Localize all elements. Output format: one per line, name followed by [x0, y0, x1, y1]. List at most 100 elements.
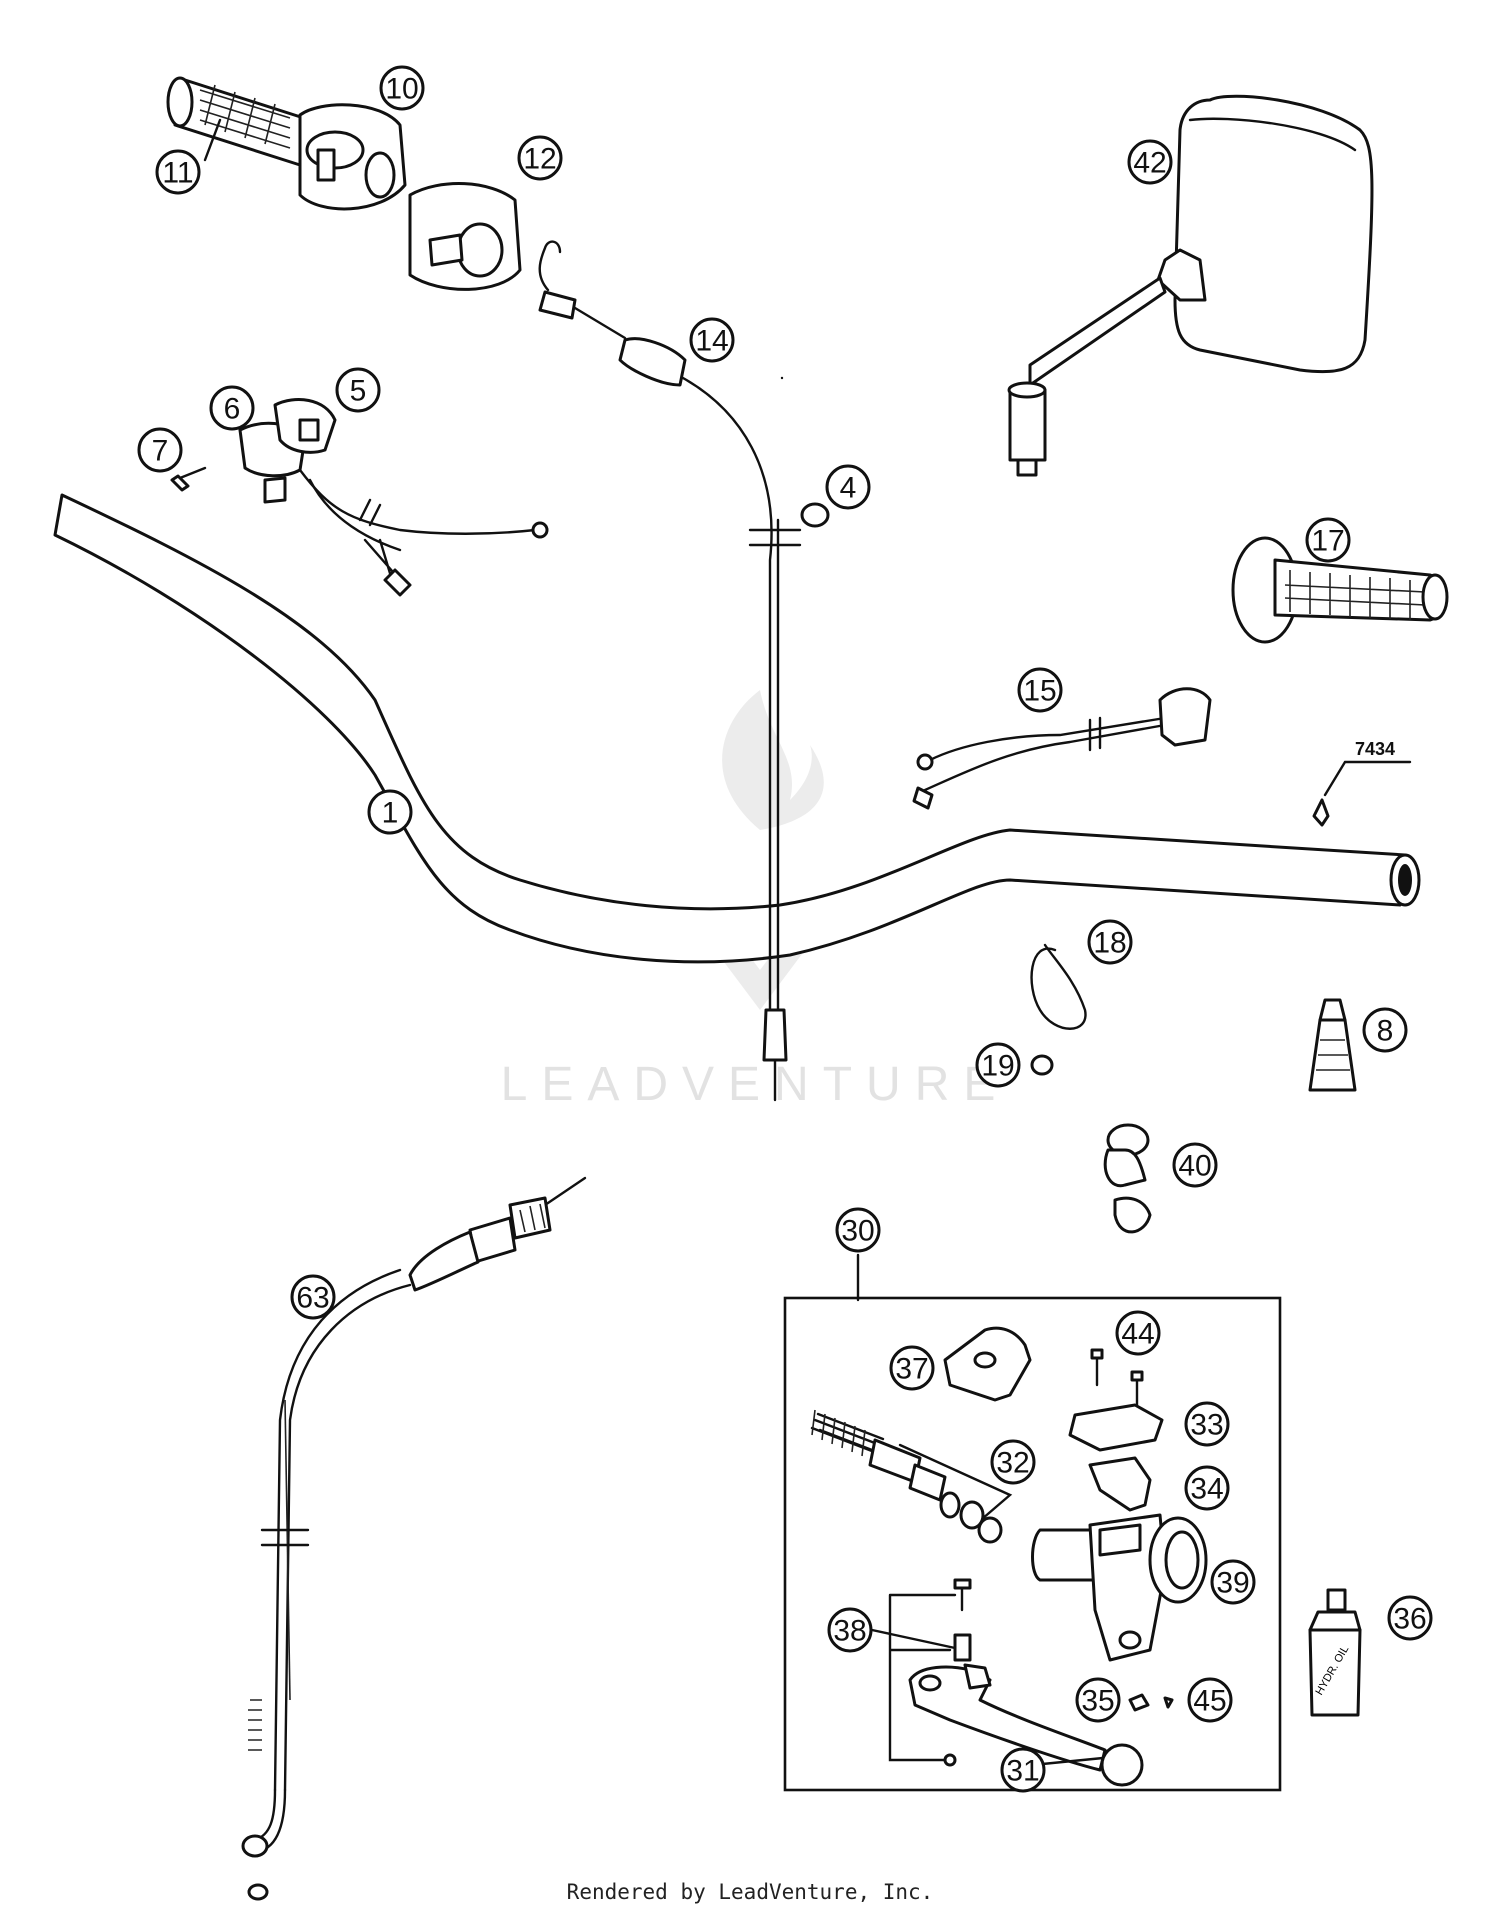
callout-circle	[689, 317, 735, 363]
part-10-11-throttle-assembly	[166, 76, 407, 211]
callout-4: 4	[825, 464, 871, 510]
part-40-clamp	[1103, 1123, 1152, 1234]
callout-circle	[1210, 1559, 1256, 1605]
callout-number: 11	[162, 157, 193, 190]
callout-1: 1	[367, 789, 413, 835]
callout-15: 15	[1017, 667, 1063, 713]
callout-circle	[975, 1042, 1021, 1088]
part-36-oil-bottle: HYDR. OIL	[1308, 1588, 1362, 1717]
callout-34: 34	[1184, 1465, 1230, 1511]
callout-31: 31	[1000, 1747, 1046, 1793]
callout-37: 37	[889, 1345, 935, 1391]
callout-number: 18	[1093, 927, 1126, 960]
part-38-pin	[888, 1578, 972, 1762]
callout-circle	[137, 427, 183, 473]
part-39-master-cylinder	[1031, 1513, 1208, 1662]
part-32-piston-kit	[810, 1409, 1013, 1544]
callout-circle	[1087, 919, 1133, 965]
callout-number: 33	[1190, 1409, 1223, 1442]
part-8-bottle	[1308, 998, 1357, 1092]
callout-8: 8	[1362, 1007, 1408, 1053]
callout-circle	[825, 464, 871, 510]
callout-32: 32	[990, 1439, 1036, 1485]
part-17-grip	[1231, 536, 1449, 644]
callout-circle	[367, 789, 413, 835]
callout-circle	[835, 1207, 881, 1253]
part-18-clip	[1030, 943, 1087, 1030]
callout-number: 44	[1121, 1318, 1154, 1351]
callout-6: 6	[209, 385, 255, 431]
part-63-cable	[241, 1176, 587, 1901]
callout-number: 38	[833, 1615, 866, 1648]
callout-number: 15	[1023, 675, 1056, 708]
callout-number: 6	[224, 393, 241, 426]
part-35-small	[1128, 1693, 1150, 1712]
callout-38: 38	[827, 1607, 873, 1653]
callout-35: 35	[1075, 1677, 1121, 1723]
callout-number: 35	[1081, 1685, 1114, 1718]
callout-number: 34	[1190, 1473, 1223, 1506]
callout-circle	[1172, 1142, 1218, 1188]
footer-credit: Rendered by LeadVenture, Inc.	[566, 1880, 934, 1904]
part-12-cover	[408, 182, 522, 291]
callout-leader-38	[870, 1628, 957, 1650]
callout-36: 36	[1387, 1595, 1433, 1641]
part-31-lever	[908, 1663, 1144, 1787]
callout-44: 44	[1115, 1310, 1161, 1356]
callout-circle	[1305, 517, 1351, 563]
callout-11: 11	[155, 149, 201, 195]
callout-number: 36	[1393, 1603, 1426, 1636]
callout-5: 5	[335, 367, 381, 413]
callout-number: 37	[895, 1353, 928, 1386]
part-42-mirror	[1007, 94, 1374, 477]
callout-circle	[1000, 1747, 1046, 1793]
callout-12: 12	[517, 135, 563, 181]
callout-7: 7	[137, 427, 183, 473]
callout-number: 31	[1006, 1755, 1039, 1788]
part-45-small	[1163, 1696, 1174, 1709]
callout-number: 4	[840, 472, 857, 505]
callout-circle	[1187, 1677, 1233, 1723]
callout-10: 10	[379, 65, 425, 111]
part-44-screws	[1090, 1348, 1144, 1407]
callout-circle	[1017, 667, 1063, 713]
callout-number: 14	[695, 325, 728, 358]
callout-number: 32	[996, 1447, 1029, 1480]
callout-number: 63	[296, 1282, 329, 1315]
callout-19: 19	[975, 1042, 1021, 1088]
callout-circle	[1184, 1465, 1230, 1511]
callout-leader-11	[203, 118, 222, 162]
reference-7434-label: 7434	[1355, 739, 1395, 759]
callout-number: 10	[385, 73, 418, 106]
callout-number: 1	[382, 797, 399, 830]
callout-45: 45	[1187, 1677, 1233, 1723]
callout-40: 40	[1172, 1142, 1218, 1188]
callout-circle	[379, 65, 425, 111]
callout-circle	[517, 135, 563, 181]
part-5-6-7-switch	[170, 398, 549, 597]
callout-number: 40	[1178, 1150, 1211, 1183]
callout-number: 5	[350, 375, 367, 408]
callout-17: 17	[1305, 517, 1351, 563]
part-14-cable	[538, 240, 802, 1102]
callout-63: 63	[290, 1274, 336, 1320]
part-37-cover	[943, 1326, 1032, 1402]
callout-number: 42	[1133, 147, 1166, 180]
part-1-handlebar	[53, 493, 1421, 964]
callout-circle	[1387, 1595, 1433, 1641]
part-33-plate	[1068, 1403, 1164, 1452]
callout-number: 30	[841, 1215, 874, 1248]
callout-14: 14	[689, 317, 735, 363]
callout-39: 39	[1210, 1559, 1256, 1605]
reference-7434: 7434	[1312, 739, 1412, 827]
callout-30: 30	[835, 1207, 881, 1253]
callout-number: 17	[1311, 525, 1344, 558]
watermark-text: LEADVENTURE	[501, 1058, 1010, 1111]
part-15-switch	[912, 687, 1212, 810]
callout-circle	[290, 1274, 336, 1320]
callout-circle	[209, 385, 255, 431]
callout-circle	[1127, 139, 1173, 185]
callout-circle	[1075, 1677, 1121, 1723]
